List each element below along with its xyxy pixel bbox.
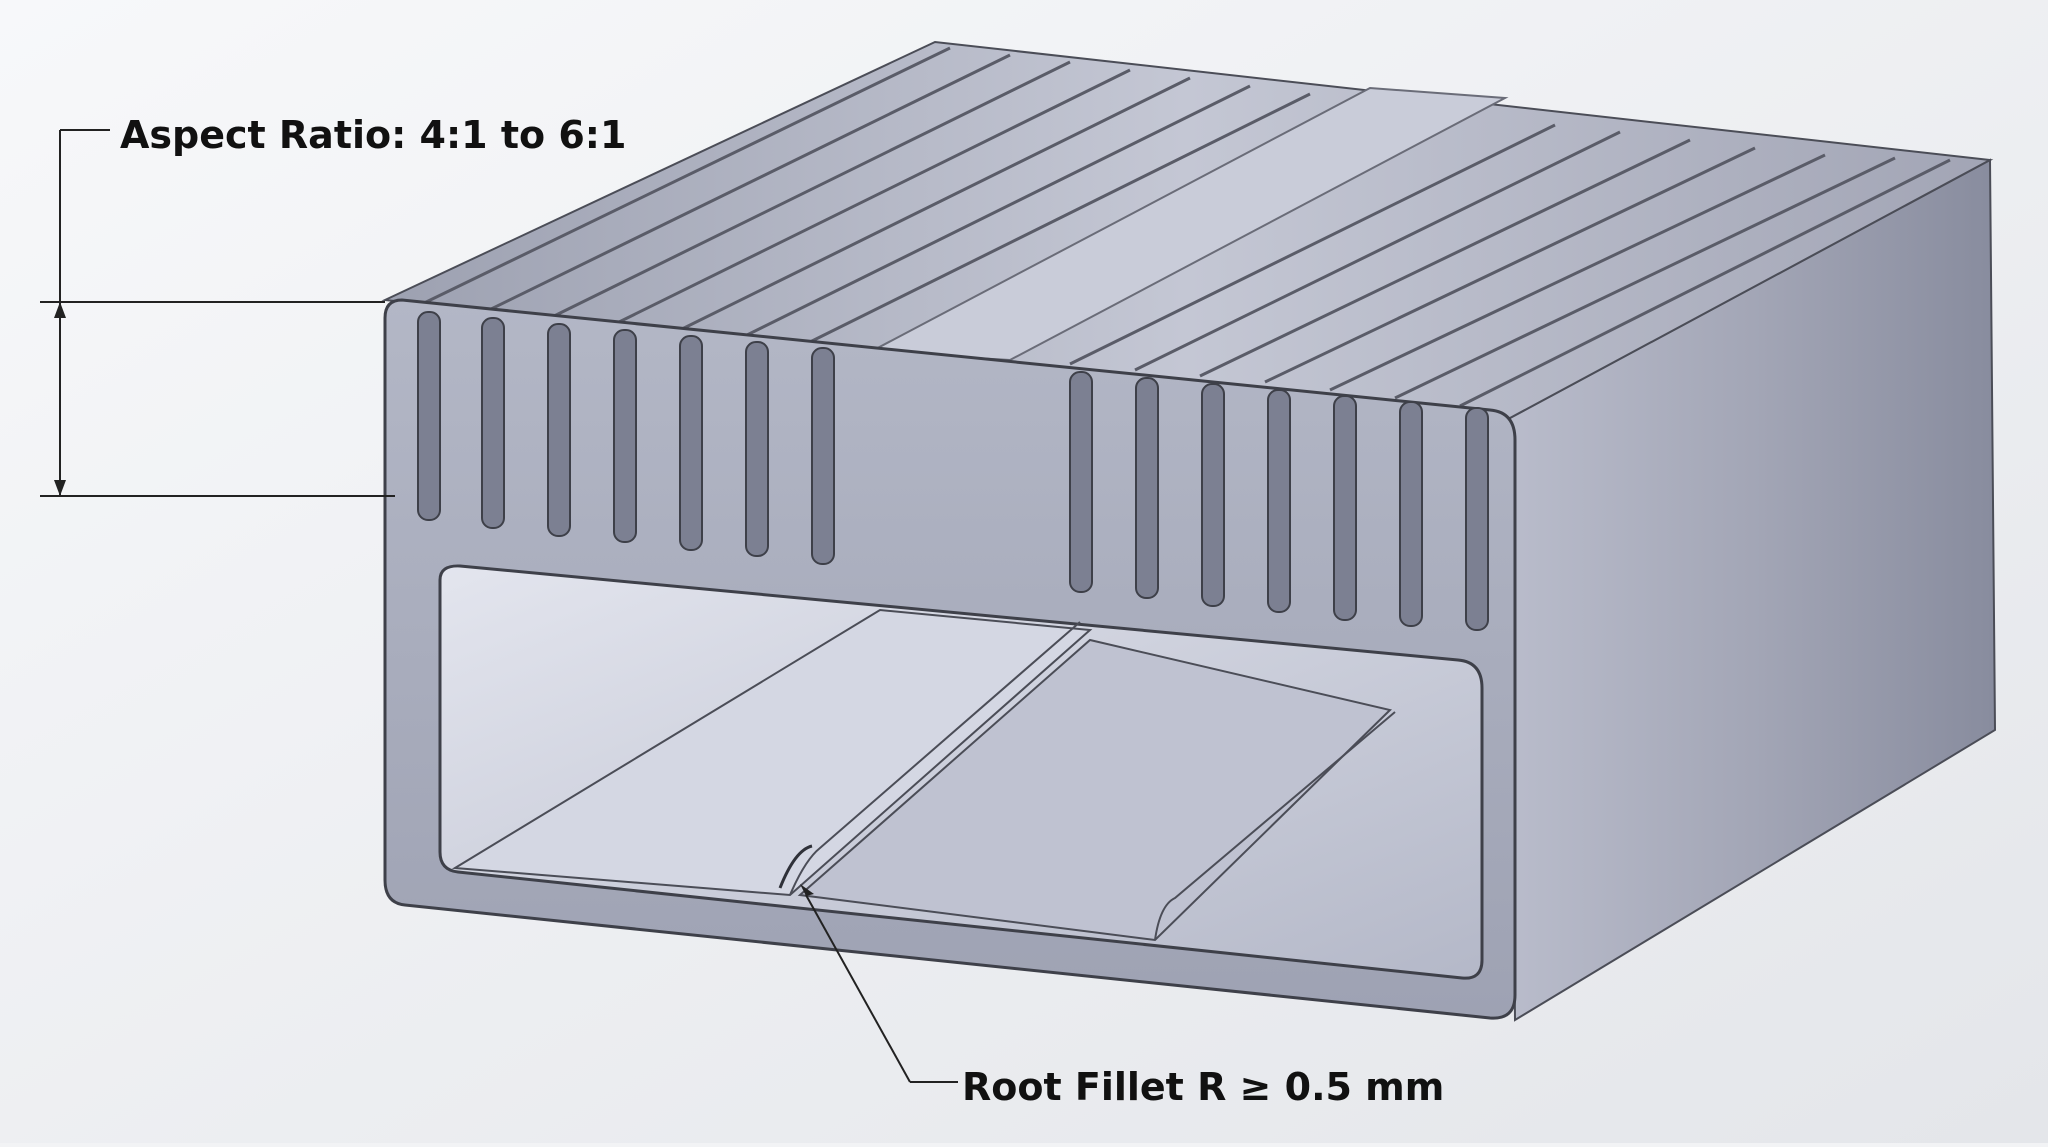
root-fillet-leader	[800, 884, 958, 1083]
aspect-ratio-label: Aspect Ratio: 4:1 to 6:1	[120, 113, 627, 157]
front-fin-slots	[417, 311, 1489, 631]
top-fin-field	[381, 40, 1994, 420]
cavity-floor-ridges	[451, 608, 1396, 942]
aspect-ratio-dimension	[40, 129, 395, 497]
root-fillet-edge	[778, 844, 813, 889]
root-fillet-label: Root Fillet R ≥ 0.5 mm	[962, 1065, 1445, 1109]
